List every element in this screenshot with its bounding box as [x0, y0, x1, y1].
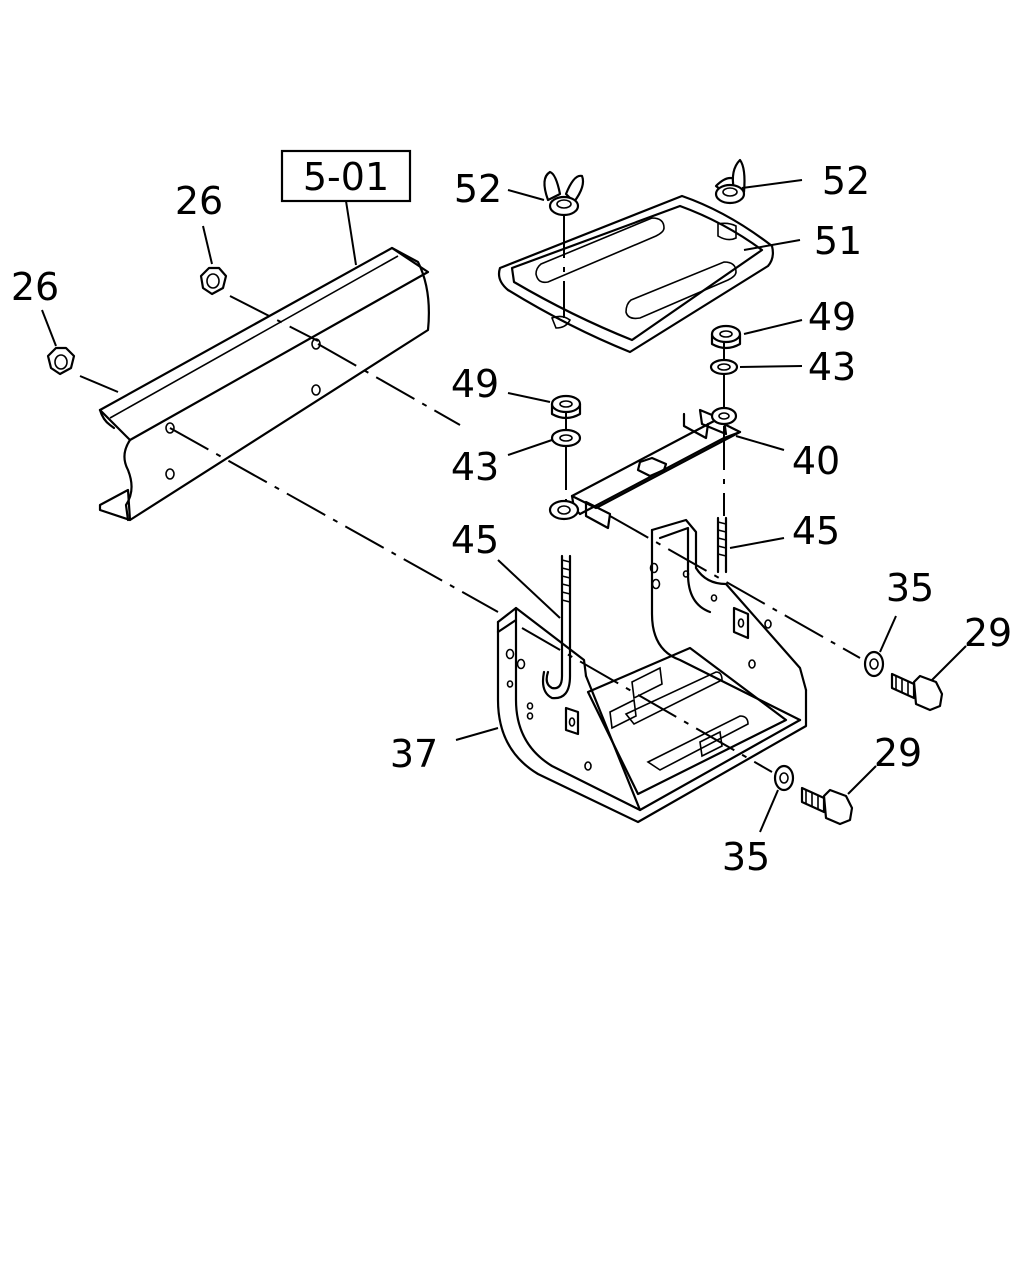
callout-45-left: 45 [451, 518, 499, 562]
washer-43-left [550, 428, 582, 448]
flange-nut-26-upper [199, 266, 228, 296]
callout-51: 51 [814, 219, 862, 263]
reference-box-label: 5-01 [303, 155, 389, 199]
callout-40: 40 [792, 439, 840, 483]
callout-37: 37 [390, 732, 438, 776]
washer-35-upper [863, 650, 885, 678]
bolt-29-lower [800, 786, 854, 826]
callout-52-right: 52 [822, 159, 870, 203]
callout-26-left: 26 [11, 265, 59, 309]
callout-29-lower: 29 [874, 731, 922, 775]
callout-43-right: 43 [808, 345, 856, 389]
callout-45-right: 45 [792, 509, 840, 553]
battery-tray-37 [496, 518, 808, 824]
j-bolt-45-right [716, 516, 728, 574]
reference-box: 5-01 [280, 149, 412, 266]
assembly-centerlines [79, 214, 861, 773]
flange-nut-26-left [46, 346, 76, 376]
callout-35-upper: 35 [886, 566, 934, 610]
nut-49-right [710, 324, 742, 350]
wing-nut-52-left [543, 170, 585, 217]
frame-rail [98, 246, 430, 522]
callout-52-left: 52 [454, 167, 502, 211]
callout-49-left: 49 [451, 362, 499, 406]
j-bolt-45-left [541, 554, 572, 700]
callout-49-right: 49 [808, 295, 856, 339]
leader-lines [41, 179, 967, 833]
callout-29-upper: 29 [964, 611, 1012, 655]
wing-nut-52-right [714, 158, 746, 205]
callout-labels: 26 26 52 52 51 49 43 49 43 40 45 45 35 2… [11, 159, 1012, 879]
battery-cover-51 [497, 194, 774, 354]
hold-down-clamp-40 [548, 406, 742, 530]
callout-26-upper: 26 [175, 179, 223, 223]
washer-35-lower [773, 764, 795, 792]
callout-43-left: 43 [451, 445, 499, 489]
washer-43-right [709, 358, 739, 376]
bolt-29-upper [890, 672, 944, 712]
callout-35-lower: 35 [722, 835, 770, 879]
